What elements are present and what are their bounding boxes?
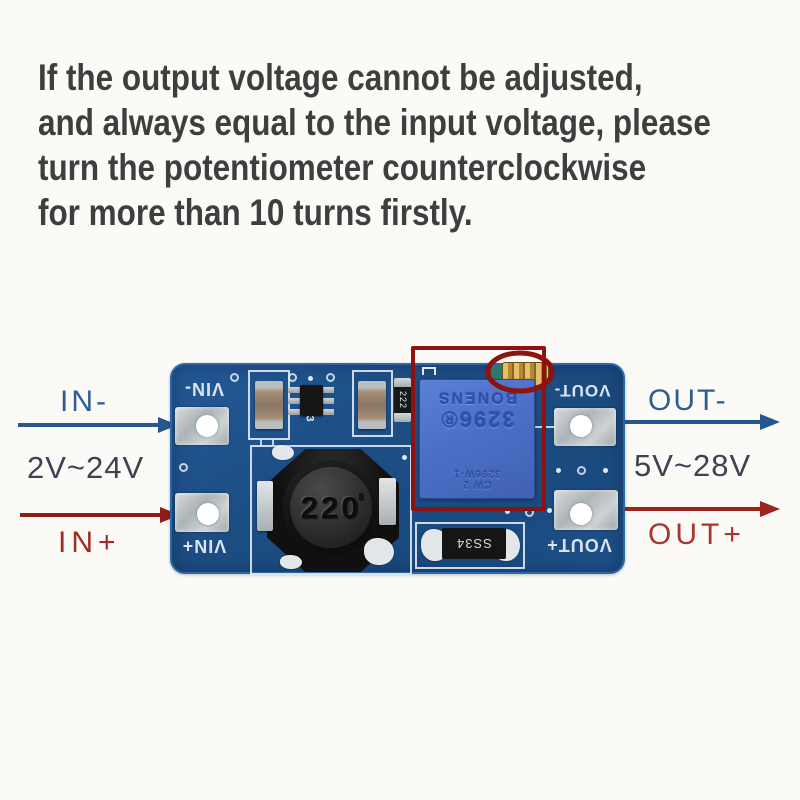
mounting-hole <box>196 415 218 437</box>
silkscreen-outline-capacitor2 <box>352 370 393 437</box>
silkscreen-ic-mark: 3 <box>303 415 316 423</box>
via-dot <box>402 455 407 460</box>
mounting-hole <box>570 415 592 437</box>
silkscreen-outline-diode <box>415 522 525 569</box>
silkscreen-outline-capacitor1 <box>248 370 290 440</box>
smd-resistor: 222 <box>394 378 411 422</box>
solder-blob <box>280 555 302 569</box>
ic-leg <box>288 398 300 404</box>
via-dot <box>308 376 313 381</box>
silkscreen-vout-negative: VOUT- <box>553 381 611 400</box>
smd-capacitor <box>358 381 386 429</box>
solder-pad-vin-positive <box>175 493 229 532</box>
ic-leg <box>322 398 334 404</box>
mounting-hole <box>570 503 592 525</box>
instruction-line: and always equal to the input voltage, p… <box>38 102 711 143</box>
solder-pad-vin-negative <box>175 407 229 445</box>
ic-leg <box>322 409 334 415</box>
diode-marking: SS34 <box>456 536 492 551</box>
resistor-marking: 222 <box>398 390 408 410</box>
inductor-clip <box>379 478 396 525</box>
instruction-text: If the output voltage cannot be adjusted… <box>38 55 769 235</box>
instruction-line: for more than 10 turns firstly. <box>38 192 473 233</box>
via-ring <box>288 373 297 382</box>
output-voltage-range: 5V~28V <box>634 448 752 483</box>
via-ring <box>230 373 239 382</box>
output-positive-label: OUT+ <box>648 518 745 551</box>
instruction-line: If the output voltage cannot be adjusted… <box>38 57 643 98</box>
solder-pad-vout-positive <box>554 490 618 530</box>
input-positive-label: IN+ <box>58 526 121 559</box>
ic-leg <box>322 387 334 393</box>
trimmer-potentiometer: CW 2 3296W-1 3296® BONENS <box>419 379 535 499</box>
silkscreen-trace <box>260 440 262 446</box>
input-negative-arrow-icon <box>18 417 178 433</box>
ic-leg <box>288 409 300 415</box>
mounting-hole <box>197 503 219 525</box>
smd-capacitor <box>255 381 283 429</box>
screw-highlight-circle-icon <box>485 350 555 394</box>
ic-leg <box>288 387 300 393</box>
input-voltage-range: 2V~24V <box>27 450 145 485</box>
pcb-board: VIN- VIN+ VOUT- VOUT+ 3 222 <box>170 362 625 575</box>
inductor-core: 220 <box>283 460 379 555</box>
output-negative-label: OUT- <box>648 384 728 417</box>
output-positive-arrow-icon <box>620 501 780 517</box>
solder-blob <box>364 538 394 565</box>
silkscreen-vin-positive: VIN+ <box>181 536 227 556</box>
solder-blob <box>272 445 294 460</box>
via-dot <box>603 468 608 473</box>
silkscreen-vin-negative: VIN- <box>184 379 224 399</box>
via-dot <box>547 508 552 513</box>
input-negative-label: IN- <box>60 385 109 418</box>
via-dot <box>556 468 561 473</box>
input-positive-arrow-icon <box>20 507 180 523</box>
potentiometer-highlight-box <box>411 346 546 511</box>
silkscreen-bracket <box>422 367 436 375</box>
inductor-marking: 220 <box>300 489 362 525</box>
silkscreen-trace <box>272 440 274 446</box>
via-ring <box>577 466 586 475</box>
via-ring <box>326 373 335 382</box>
via-ring <box>179 463 188 472</box>
schottky-diode: SS34 <box>442 528 506 559</box>
inductor-clip <box>257 481 273 531</box>
output-negative-arrow-icon <box>620 414 780 430</box>
boost-converter-ic <box>300 385 323 416</box>
inductor-marking-tick <box>359 493 364 501</box>
via-dot <box>505 509 510 514</box>
instruction-line: turn the potentiometer counterclockwise <box>38 147 647 188</box>
silkscreen-vout-positive: VOUT+ <box>546 535 612 555</box>
solder-pad-vout-negative <box>554 408 616 446</box>
